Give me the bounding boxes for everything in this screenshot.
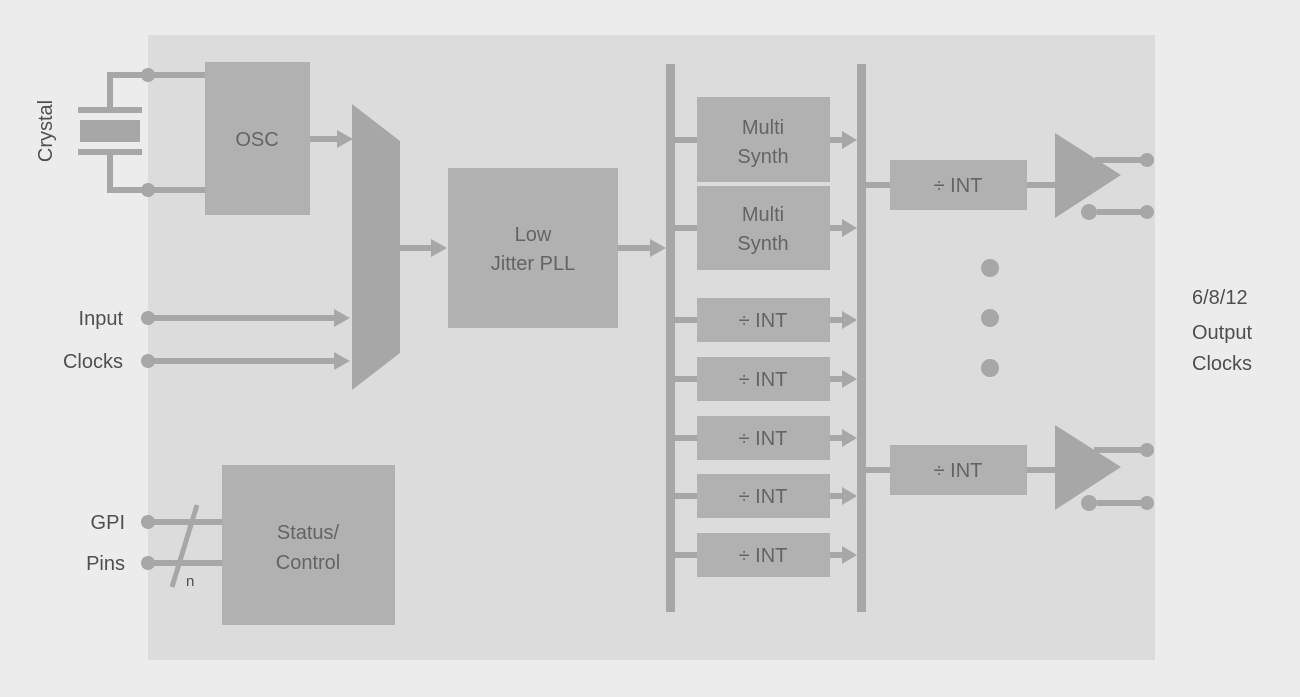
osc-label: OSC <box>235 129 278 151</box>
pll-label-line2: Jitter PLL <box>491 253 575 275</box>
crystal-label: Crystal <box>35 100 57 162</box>
pll-block <box>448 168 618 328</box>
output-divider1-label: ÷ INT <box>934 175 983 197</box>
multisynth1-out-arrowhead <box>842 131 857 149</box>
divider4-block <box>697 474 830 518</box>
multisynth1-block <box>697 97 830 182</box>
multisynth2-label-line2: Synth <box>737 233 788 255</box>
output1-positive-pin-dot <box>1140 153 1154 167</box>
input-mux <box>352 104 400 390</box>
divider1-block <box>697 298 830 342</box>
output1-negative-pin-dot <box>1140 205 1154 219</box>
divider2-label: ÷ INT <box>739 369 788 391</box>
status-control-label-line1: Status/ <box>277 522 340 544</box>
bus-width-label: n <box>186 573 194 590</box>
multisynth2-block <box>697 186 830 270</box>
bus-bar-right <box>857 64 866 612</box>
output2-inversion-bubble <box>1081 495 1097 511</box>
ellipsis-dot-2 <box>981 309 999 327</box>
output2-negative-pin-dot <box>1140 496 1154 510</box>
output-divider1-block <box>890 160 1027 210</box>
mux-to-pll-arrowhead <box>431 239 447 257</box>
ellipsis-dot-3 <box>981 359 999 377</box>
output-clocks-label-line3: Clocks <box>1192 353 1252 375</box>
multisynth1-label-line1: Multi <box>742 117 784 139</box>
crystal-pin-dot-bottom <box>141 183 155 197</box>
bus-width-slash <box>169 504 200 588</box>
output-buffer2-triangle <box>1055 425 1121 510</box>
pll-to-bus-arrowhead <box>650 239 666 257</box>
output-buffer1-triangle <box>1055 133 1121 218</box>
output-divider2-block <box>890 445 1027 495</box>
multisynth1-label-line2: Synth <box>737 146 788 168</box>
divider2-out-arrowhead <box>842 370 857 388</box>
divider2-block <box>697 357 830 401</box>
input-arrowhead <box>334 309 350 327</box>
crystal-pin-dot-top <box>141 68 155 82</box>
divider4-out-arrowhead <box>842 487 857 505</box>
pins-label: Pins <box>86 553 125 575</box>
output-clocks-label-line2: Output <box>1192 322 1252 344</box>
status-control-label-line2: Control <box>276 552 340 574</box>
osc-to-mux-arrowhead <box>337 130 353 148</box>
divider5-label: ÷ INT <box>739 545 788 567</box>
output2-positive-pin-dot <box>1140 443 1154 457</box>
osc-block <box>205 62 310 215</box>
divider5-block <box>697 533 830 577</box>
multisynth2-out-arrowhead <box>842 219 857 237</box>
divider3-block <box>697 416 830 460</box>
input-label: Input <box>79 308 124 330</box>
pll-label-line1: Low <box>515 224 552 246</box>
divider1-label: ÷ INT <box>739 310 788 332</box>
divider3-out-arrowhead <box>842 429 857 447</box>
gpi-label: GPI <box>91 512 125 534</box>
multisynth2-label-line1: Multi <box>742 204 784 226</box>
clocks-label: Clocks <box>63 351 123 373</box>
divider1-out-arrowhead <box>842 311 857 329</box>
divider4-label: ÷ INT <box>739 486 788 508</box>
divider5-out-arrowhead <box>842 546 857 564</box>
output1-inversion-bubble <box>1081 204 1097 220</box>
ellipsis-dot-1 <box>981 259 999 277</box>
clocks-arrowhead <box>334 352 350 370</box>
divider3-label: ÷ INT <box>739 428 788 450</box>
output-divider2-label: ÷ INT <box>934 460 983 482</box>
bus-bar-left <box>666 64 675 612</box>
status-control-block <box>222 465 395 625</box>
output-clocks-label-line1: 6/8/12 <box>1192 287 1248 309</box>
crystal-body <box>80 120 140 142</box>
